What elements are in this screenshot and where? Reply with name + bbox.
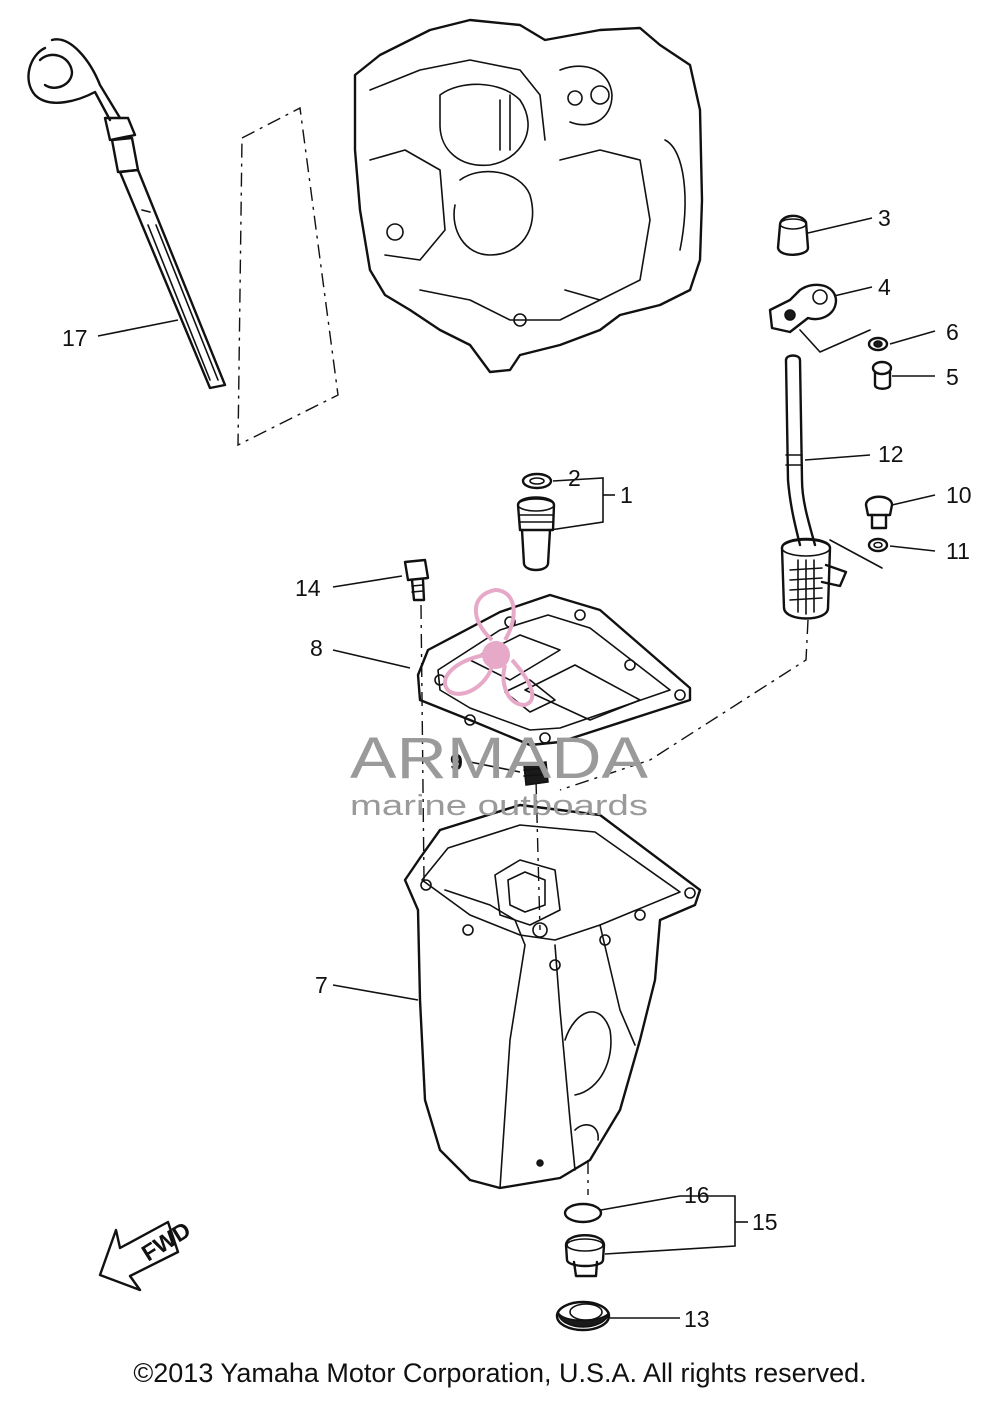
part-label-4: 4 xyxy=(878,274,891,300)
strainer-body xyxy=(780,537,848,620)
leader-lines xyxy=(97,217,936,1319)
washer-part-11 xyxy=(867,537,889,553)
pipe-part-1 xyxy=(516,496,556,572)
assembly-line-dipstick xyxy=(237,106,339,447)
drain-plug-part-15 xyxy=(564,1234,606,1278)
o-ring-part-16 xyxy=(563,1202,603,1224)
dipstick xyxy=(27,38,227,390)
bolt-part-10 xyxy=(864,495,894,530)
plug-part-9 xyxy=(523,761,549,786)
bracket-part-4 xyxy=(768,283,838,334)
leader-bracket-group xyxy=(799,329,871,353)
o-ring-part-2 xyxy=(521,472,553,490)
part-label-9: 9 xyxy=(450,749,463,775)
watermark-brand: ARMADA xyxy=(350,726,648,791)
copyright-notice: ©2013 Yamaha Motor Corporation, U.S.A. A… xyxy=(133,1358,867,1388)
leader-strainer-group xyxy=(829,539,883,569)
part-label-1: 1 xyxy=(620,482,633,508)
part-label-17: 17 xyxy=(62,325,88,351)
alignment-line-strainer xyxy=(559,619,809,791)
part-label-15: 15 xyxy=(752,1209,778,1235)
part-label-16: 16 xyxy=(684,1182,710,1208)
gasket-part-8 xyxy=(416,593,692,747)
part-label-11: 11 xyxy=(946,538,970,564)
grommet-part-3 xyxy=(776,214,810,256)
part-label-14: 14 xyxy=(295,575,321,601)
part-label-10: 10 xyxy=(946,482,972,508)
watermark: ARMADA marine outboards xyxy=(350,587,648,822)
washer-part-6 xyxy=(867,336,889,352)
part-label-2: 2 xyxy=(568,465,581,491)
part-label-13: 13 xyxy=(684,1306,710,1332)
part-label-8: 8 xyxy=(310,635,323,661)
seal-part-13 xyxy=(555,1300,611,1332)
alignment-line-center xyxy=(535,779,541,931)
propeller-icon xyxy=(442,587,535,708)
bolt-part-14 xyxy=(403,558,430,602)
alignment-line-bolt xyxy=(420,604,425,881)
engine-block xyxy=(353,18,704,374)
part-label-5: 5 xyxy=(946,364,959,390)
watermark-tagline: marine outboards xyxy=(350,790,648,822)
part-label-7: 7 xyxy=(315,972,328,998)
part-label-6: 6 xyxy=(946,319,959,345)
screw-part-5 xyxy=(871,360,893,390)
oil-pan-part-7 xyxy=(403,803,702,1190)
fwd-arrow-icon: FWD xyxy=(98,1216,195,1292)
part-label-3: 3 xyxy=(878,205,891,231)
part-label-12: 12 xyxy=(878,441,904,467)
part-labels: 17 3 4 6 5 12 10 11 2 1 14 8 9 7 16 15 1… xyxy=(62,205,972,1332)
strainer-pipe-part-12 xyxy=(784,354,817,547)
